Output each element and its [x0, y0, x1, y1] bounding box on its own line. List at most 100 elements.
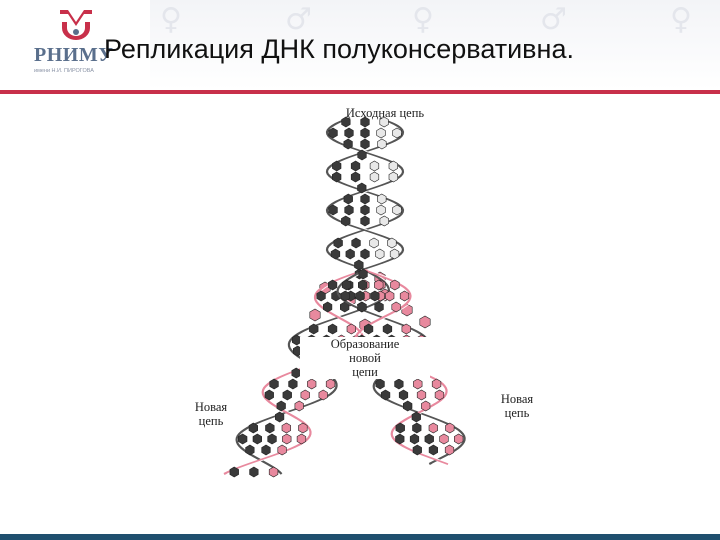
new-left-line-2: цепь: [198, 414, 224, 428]
new-right-line-1: Новая: [500, 392, 534, 406]
label-new-strand-right: Новая цепь: [487, 392, 547, 420]
right-base: [444, 444, 455, 456]
right-base: [445, 422, 455, 434]
parent-base: [388, 171, 398, 183]
left-base: [323, 301, 333, 313]
right-base: [428, 444, 439, 456]
parent-base: [377, 193, 387, 205]
right-base: [374, 279, 384, 291]
parent-base: [360, 138, 370, 150]
left-base: [252, 433, 262, 445]
right-base: [374, 301, 384, 313]
right-base: [358, 268, 368, 280]
right-base: [412, 444, 422, 456]
left-base: [267, 433, 277, 445]
left-base: [318, 389, 328, 401]
right-base: [364, 323, 374, 335]
right-base: [424, 433, 434, 445]
watermark-glyph: ♂: [540, 2, 567, 37]
formation-line-3: цепи: [352, 365, 378, 379]
parent-base: [351, 237, 361, 249]
new-left-line-1: Новая: [194, 400, 228, 414]
right-base: [390, 279, 400, 291]
left-base: [316, 290, 326, 302]
parent-base: [379, 116, 389, 128]
parent-base: [330, 248, 341, 260]
parent-base: [354, 259, 364, 271]
parent-base: [360, 127, 370, 139]
right-base: [340, 290, 350, 302]
right-base: [395, 433, 405, 445]
right-base: [380, 389, 391, 401]
right-base: [391, 301, 401, 313]
right-base: [428, 422, 438, 434]
right-base: [453, 433, 464, 445]
parent-base: [357, 182, 367, 194]
watermark-glyph: ♀: [412, 2, 434, 37]
right-base: [411, 411, 421, 423]
right-base: [434, 389, 445, 401]
watermark-glyph: ♀: [160, 2, 182, 37]
left-base: [307, 378, 317, 390]
right-base: [416, 389, 427, 401]
left-base: [264, 389, 274, 401]
label-new-strand-formation: Образование новой цепи: [300, 337, 430, 379]
left-base: [276, 400, 286, 412]
parent-base: [341, 116, 351, 128]
left-base: [282, 433, 292, 445]
formation-line-2: новой: [349, 351, 381, 365]
parent-base: [360, 215, 370, 227]
parent-base: [344, 204, 354, 216]
header-watermark: ♀ ♂ ♀ ♂ ♀: [150, 0, 720, 90]
left-base: [268, 466, 279, 478]
parent-strand-a: [325, 116, 405, 272]
left-base: [265, 422, 275, 434]
watermark-glyph: ♂: [285, 2, 312, 37]
free-nucleotide: [419, 315, 431, 329]
footer-bar: [0, 534, 720, 540]
parent-base: [360, 204, 370, 216]
parent-base: [360, 116, 370, 128]
slide-header: ♀ ♂ ♀ ♂ ♀ РНИМУ имени Н.И. ПИРОГОВА Репл…: [0, 0, 720, 90]
left-base: [296, 433, 307, 445]
left-base: [282, 389, 292, 401]
parent-base: [350, 171, 361, 183]
right-base: [358, 279, 368, 291]
right-base: [439, 433, 449, 445]
watermark-glyph: ♀: [670, 2, 692, 37]
right-base: [385, 290, 395, 302]
left-base: [294, 400, 304, 412]
right-base: [413, 378, 423, 390]
right-base: [409, 433, 420, 445]
parent-base: [369, 171, 380, 183]
parent-base: [377, 138, 387, 150]
dna-helix-diagram: [223, 116, 469, 478]
left-base: [269, 378, 279, 390]
parent-strand-b: [325, 116, 405, 272]
parent-base: [350, 160, 361, 172]
left-base: [346, 323, 356, 335]
university-logo: РНИМУ имени Н.И. ПИРОГОВА: [34, 8, 124, 80]
left-base: [249, 466, 259, 478]
left-base: [248, 422, 258, 434]
left-base: [309, 323, 319, 335]
parent-base: [375, 248, 385, 260]
right-base: [398, 389, 409, 401]
right-base: [355, 290, 365, 302]
parent-base: [344, 127, 354, 139]
right-base: [403, 400, 413, 412]
left-base: [300, 389, 310, 401]
right-base: [431, 378, 442, 390]
parent-base: [343, 138, 353, 150]
right-base: [341, 279, 352, 291]
parent-base: [369, 160, 380, 172]
right-base: [394, 378, 404, 390]
parent-base: [332, 160, 342, 172]
left-base: [325, 378, 336, 390]
right-base: [412, 422, 422, 434]
label-original-strand: Исходная цепь: [345, 106, 425, 120]
left-base: [328, 279, 338, 291]
parent-base: [328, 127, 338, 139]
right-base: [382, 323, 393, 335]
label-new-strand-left: Новая цепь: [181, 400, 241, 428]
